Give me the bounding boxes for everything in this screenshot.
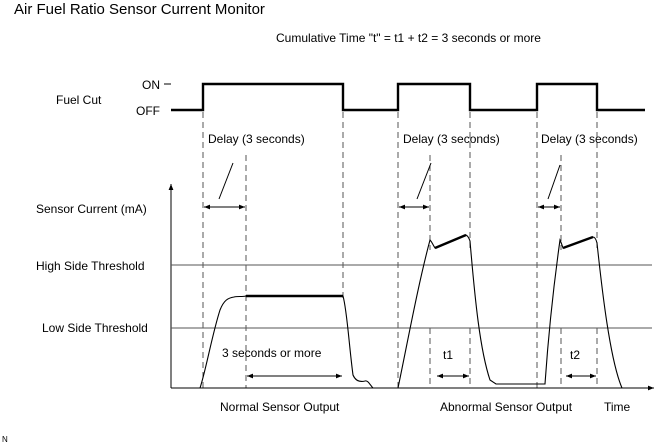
delay-leader: [547, 164, 561, 200]
delay-label-1: Delay (3 seconds): [208, 132, 305, 146]
corner-mark: N: [2, 435, 8, 444]
time-label: Time: [604, 400, 631, 414]
t1-label: t1: [443, 348, 453, 362]
low-threshold-label: Low Side Threshold: [42, 321, 148, 335]
delay-leader: [218, 162, 234, 200]
fuel-cut-on-label: ON: [142, 78, 160, 92]
abnormal-rise-segment-1: [434, 233, 467, 250]
abnormal-rise-segment-2: [562, 235, 594, 250]
high-threshold-label: High Side Threshold: [36, 259, 145, 273]
diagram-title: Air Fuel Ratio Sensor Current Monitor: [14, 1, 265, 18]
delay-marker-lines: [202, 112, 598, 388]
abnormal-sensor-curve: [397, 234, 623, 389]
delay-label-3: Delay (3 seconds): [541, 132, 638, 146]
delay-label-2: Delay (3 seconds): [403, 132, 500, 146]
fuel-cut-off-label: OFF: [136, 104, 160, 118]
fuel-cut-signal: [171, 82, 645, 112]
delay-leader: [416, 162, 432, 200]
fuel-cut-label: Fuel Cut: [56, 93, 102, 107]
three-seconds-label: 3 seconds or more: [222, 346, 322, 360]
t2-label: t2: [570, 348, 580, 362]
cumulative-time-note: Cumulative Time "t" = t1 + t2 = 3 second…: [276, 31, 541, 45]
abnormal-output-label: Abnormal Sensor Output: [440, 400, 573, 414]
normal-output-label: Normal Sensor Output: [220, 400, 340, 414]
delay-arrows: [204, 162, 561, 210]
normal-sensor-curve: [199, 295, 374, 389]
sensor-current-label: Sensor Current (mA): [36, 202, 147, 216]
